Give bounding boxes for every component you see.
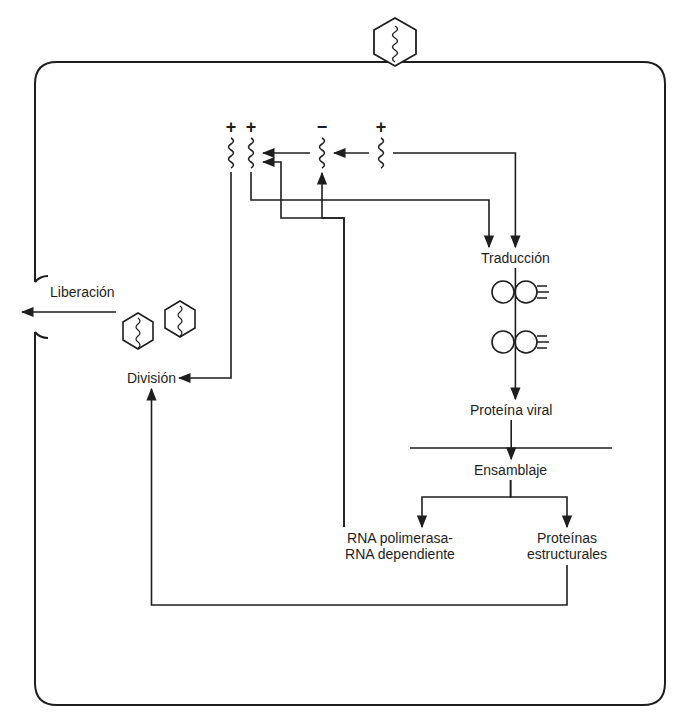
flow-arrow	[263, 162, 344, 527]
process-step: Proteína viral	[470, 402, 552, 418]
flow-arrow	[422, 480, 511, 527]
strand-drawing	[312, 136, 332, 170]
membrane-opening-edge	[35, 276, 48, 282]
flow-arrow	[511, 480, 567, 527]
virion-rna	[393, 26, 398, 62]
process-step: Ensamblaje	[474, 462, 547, 478]
node-text: División	[127, 370, 176, 386]
ribosome	[492, 281, 549, 303]
strand-sign: +	[241, 118, 261, 136]
strand-sign: +	[221, 118, 241, 136]
product-label: Proteínas estructurales	[515, 530, 619, 562]
virion-hexagon	[165, 301, 195, 337]
node-text: Ensamblaje	[474, 462, 547, 478]
sign-row: ++	[221, 118, 261, 136]
strand-drawing	[221, 136, 261, 170]
ribosome	[492, 331, 549, 353]
rna-wave	[249, 138, 254, 168]
node-text: RNA polimerasa-RNA dependiente	[338, 530, 462, 562]
node-text: Proteínas estructurales	[515, 530, 619, 562]
node-text: Proteína viral	[470, 402, 552, 418]
process-step: Traducción	[481, 250, 550, 266]
virion-rna	[178, 306, 182, 336]
flow-arrow	[263, 152, 310, 154]
product-label: RNA polimerasa-RNA dependiente	[338, 530, 462, 562]
membrane-opening-edge	[35, 332, 48, 338]
strand-sign: +	[371, 118, 391, 136]
flow-arrow	[515, 268, 517, 399]
strand-drawing	[371, 136, 391, 170]
virion-hexagon	[374, 18, 416, 66]
flow-arrow	[322, 173, 344, 527]
flow-arrow	[179, 172, 231, 378]
process-step: División	[127, 370, 176, 386]
cell-membrane	[35, 62, 665, 705]
strand-sign: −	[312, 118, 332, 136]
rna-wave	[320, 138, 325, 168]
rna-wave	[379, 138, 384, 168]
rna-wave	[229, 138, 234, 168]
rna-strand-pair: ++	[221, 118, 261, 170]
flow-arrow	[334, 152, 369, 154]
sign-row: +	[371, 118, 391, 136]
release-arrow	[22, 311, 116, 313]
rna-strand: −	[312, 118, 332, 170]
virion-hexagon	[123, 313, 153, 349]
node-text: Traducción	[481, 250, 550, 266]
flow-arrow	[510, 420, 512, 459]
sign-row: −	[312, 118, 332, 136]
process-label: Liberación	[50, 284, 115, 300]
flow-arrow	[251, 172, 489, 247]
virion-rna	[136, 318, 140, 348]
rna-strand: +	[371, 118, 391, 170]
flow-arrow	[152, 389, 568, 605]
